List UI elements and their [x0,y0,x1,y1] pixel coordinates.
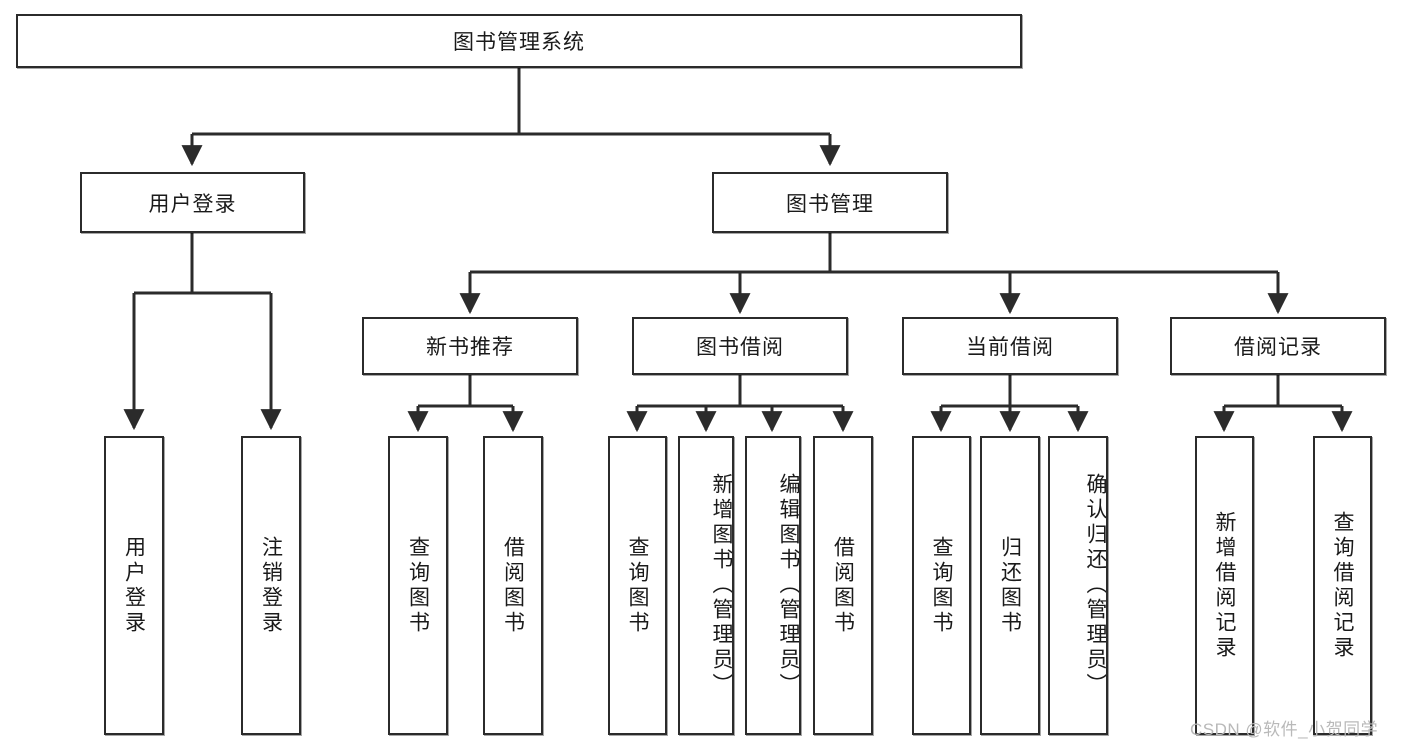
node-label: 新增借阅记录 [1213,510,1236,661]
node-leaf-confirm-return[interactable]: 确认归还（管理员） [1048,436,1108,735]
node-label: 新书推荐 [426,336,514,359]
node-label: 注销登录 [259,535,283,636]
node-label: 查询图书 [930,535,953,636]
node-leaf-add-book[interactable]: 新增图书（管理员） [678,436,734,735]
node-leaf-query-book-2[interactable]: 查询图书 [608,436,667,735]
watermark-csdn: CSDN @软件_小贺同学 [1190,720,1379,739]
node-leaf-add-borrow-record[interactable]: 新增借阅记录 [1195,436,1254,735]
node-label: 图书管理系统 [453,31,585,54]
node-label: 图书借阅 [696,336,784,359]
node-label: 编辑图书（管理员） [777,473,800,698]
node-leaf-logout-login[interactable]: 注销登录 [241,436,301,735]
node-leaf-borrow-book-1[interactable]: 借阅图书 [483,436,543,735]
node-label: 新增图书（管理员） [710,473,733,698]
node-label: 查询图书 [406,535,430,636]
node-label: 归还图书 [998,535,1022,636]
node-new-book-recommend[interactable]: 新书推荐 [362,317,578,375]
node-book-management-system[interactable]: 图书管理系统 [16,14,1022,68]
node-label: 借阅记录 [1234,336,1322,359]
node-label: 用户登录 [148,192,237,216]
node-label: 用户登录 [122,535,146,636]
node-user-login[interactable]: 用户登录 [80,172,305,233]
node-book-management[interactable]: 图书管理 [712,172,948,233]
node-label: 查询借阅记录 [1331,510,1354,661]
node-leaf-edit-book[interactable]: 编辑图书（管理员） [745,436,801,735]
node-leaf-query-borrow-record[interactable]: 查询借阅记录 [1313,436,1372,735]
node-borrow-record[interactable]: 借阅记录 [1170,317,1386,375]
node-leaf-query-book-1[interactable]: 查询图书 [388,436,448,735]
node-leaf-user-login[interactable]: 用户登录 [104,436,164,735]
node-leaf-return-book[interactable]: 归还图书 [980,436,1040,735]
node-book-borrow[interactable]: 图书借阅 [632,317,848,375]
node-leaf-query-book-3[interactable]: 查询图书 [912,436,971,735]
node-label: 借阅图书 [831,535,855,636]
node-label: 借阅图书 [501,535,525,636]
node-label: 确认归还（管理员） [1084,473,1107,698]
node-current-borrow[interactable]: 当前借阅 [902,317,1118,375]
node-label: 查询图书 [626,535,649,636]
node-label: 图书管理 [786,192,874,216]
node-label: 当前借阅 [966,336,1054,359]
node-leaf-borrow-book-2[interactable]: 借阅图书 [813,436,873,735]
